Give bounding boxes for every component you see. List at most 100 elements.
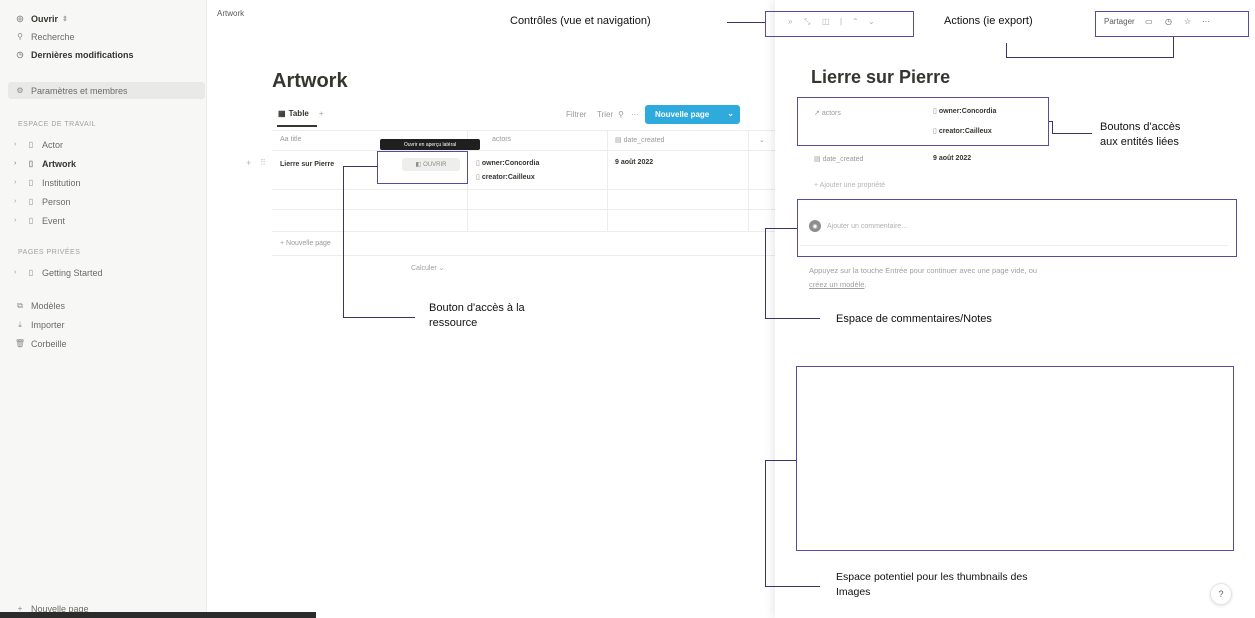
add-property-button[interactable]: + Ajouter une propriété [814,182,885,189]
sort-button[interactable]: Trier [597,110,614,119]
double-chevron-right-icon[interactable]: » [788,17,793,26]
share-button[interactable]: Partager [1104,17,1135,26]
more-icon[interactable]: ··· [631,110,639,119]
star-icon[interactable]: ☆ [1184,17,1192,26]
sidebar-import[interactable]: ⤓ Importer [14,316,64,333]
annotation-connector [343,317,415,319]
sidebar-settings[interactable]: ⚙ Paramètres et membres [8,82,205,99]
tab-table-label: Table [288,109,309,118]
page-icon: ▯ [28,216,34,225]
sidebar-item-institution[interactable]: › ▯ Institution [14,174,81,191]
table-border [272,255,775,256]
date-cell[interactable]: 9 août 2022 [615,159,654,166]
sidebar-item-artwork[interactable]: › ▯ Artwork [14,155,76,172]
comment-input[interactable]: Ajouter un commentaire... [827,223,908,230]
annotation-linked-line2: aux entités liées [1100,136,1179,148]
empty-page-hint: Appuyez sur la touche Entrée pour contin… [809,264,1219,292]
annotation-connector [1052,133,1092,135]
drag-handle-icon[interactable]: ⠿ [260,158,266,167]
page-icon: ▯ [933,128,937,135]
row-title-cell[interactable]: Lierre sur Pierre [280,161,335,168]
column-header-actors[interactable]: actors [492,136,512,143]
sidebar-recent-label: Dernières modifications [31,49,134,60]
create-template-link[interactable]: créez un modèle [809,280,865,289]
calculate-button[interactable]: Calculer ⌄ [411,264,445,272]
page-title[interactable]: Artwork [272,70,348,92]
sidebar-item-label: Person [42,196,71,207]
chevron-right-icon: › [14,217,17,224]
search-icon: ⚲ [17,32,23,41]
more-icon[interactable]: ··· [1202,17,1210,26]
add-view-icon[interactable]: + [318,109,324,118]
sidebar-new-page[interactable]: + Nouvelle page [14,600,89,617]
sidebar-trash[interactable]: 🗑 Corbeille [14,335,67,352]
table-border [272,130,775,131]
page-icon: ▯ [28,159,34,168]
status-bar [0,612,316,618]
peek-panel [775,0,1255,618]
clock-icon: ◷ [16,50,24,59]
table-icon: ▦ [278,109,286,118]
page-icon: ▯ [476,160,480,167]
annotation-resource-line2: ressource [429,317,478,329]
avatar: ◉ [809,220,821,232]
sidebar-recent[interactable]: ◷ Dernières modifications [14,46,134,63]
sidebar-templates[interactable]: ⧉ Modèles [14,297,65,314]
actor-link-label: owner:Concordia [481,160,540,167]
private-section-heading: PAGES PRIVÉES [18,249,81,256]
chevron-right-icon: › [14,198,17,205]
table-border [607,130,608,231]
actor-link[interactable]: ▯ owner:Concordia [933,107,996,115]
annotation-thumbnails-line2: Images [836,586,871,598]
sidebar-item-person[interactable]: › ▯ Person [14,193,71,210]
breadcrumb[interactable]: Artwork [217,9,245,18]
expand-icon[interactable]: ⤡ [804,17,811,26]
prop-actors[interactable]: ↗ actors [814,109,841,117]
sidebar-search[interactable]: ⚲ Recherche [14,28,74,45]
annotation-box-actions [1095,11,1249,37]
calendar-icon: ▤ [615,137,622,144]
page-icon: ▯ [28,268,34,277]
calculate-label: Calculer [411,265,437,272]
sidebar-item-actor[interactable]: › ▯ Actor [14,136,63,153]
chevron-down-icon[interactable]: ⌄ [868,17,875,26]
panel-title[interactable]: Lierre sur Pierre [811,67,951,87]
tab-table[interactable]: ▦ Table + [278,109,324,118]
actor-link-label: owner:Concordia [938,108,997,115]
annotation-connector [765,460,796,462]
comment-divider [800,245,1228,246]
annotation-comments: Espace de commentaires/Notes [836,313,992,325]
actor-link[interactable]: ▯ owner:Concordia [476,159,539,167]
page-icon: ▯ [28,178,34,187]
sidebar-item-getting-started[interactable]: › ▯ Getting Started [14,264,103,281]
column-header-title[interactable]: Aa title [280,136,302,143]
actor-link[interactable]: ▯ creator:Cailleux [933,127,992,135]
prop-date[interactable]: ▤ date_created [814,155,863,163]
filter-button[interactable]: Filtrer [566,110,587,119]
workspace-switcher[interactable]: ◎ Ouvrir ⇕ [14,10,68,27]
actor-link[interactable]: ▯ creator:Cailleux [476,173,535,181]
table-border [272,150,775,151]
relation-arrow-icon: ↗ [814,110,820,117]
history-icon[interactable]: ◷ [1165,17,1172,26]
chevron-down-icon[interactable]: ⌄ [759,137,765,144]
chevron-down-icon[interactable]: ⌄ [727,109,734,118]
add-row-icon[interactable]: + [246,158,252,168]
sidebar-item-event[interactable]: › ▯ Event [14,212,65,229]
column-header-date[interactable]: ▤ date_created [615,136,664,144]
comment-icon[interactable]: ▭ [1145,17,1153,26]
open-button[interactable]: ◧ OUVRIR [402,158,460,171]
annotation-box-thumbnails [796,366,1234,551]
add-row-button[interactable]: + Nouvelle page [280,240,331,247]
date-value[interactable]: 9 août 2022 [933,155,972,162]
chevron-up-icon[interactable]: ⌃ [852,17,859,26]
open-button-label: OUVRIR [423,161,447,168]
new-page-button[interactable]: Nouvelle page ⌄ [645,105,740,124]
sidepanel-icon[interactable]: ◫ [822,17,830,26]
search-icon[interactable]: ⚲ [618,110,624,119]
help-button[interactable]: ? [1210,583,1232,605]
annotation-connector [343,166,345,318]
table-border [272,189,775,190]
templates-icon: ⧉ [17,300,23,310]
